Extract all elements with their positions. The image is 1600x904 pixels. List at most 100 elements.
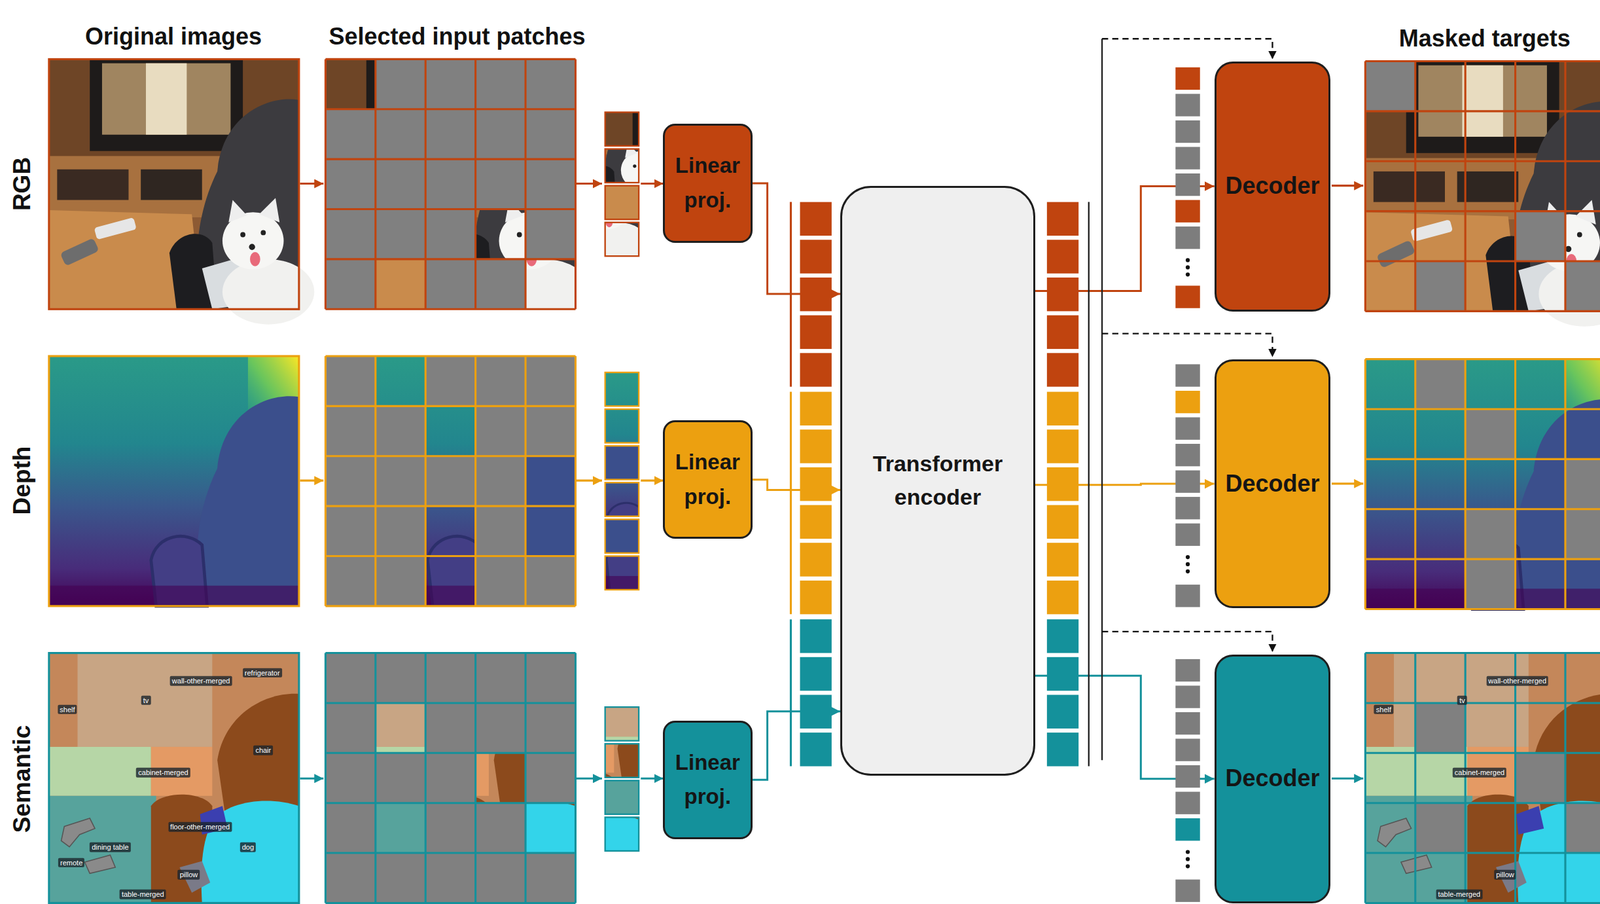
class-label: pillow — [1493, 869, 1517, 880]
decoder-tokens — [1175, 417, 1200, 440]
depth-row — [325, 355, 576, 606]
depth-row — [325, 355, 576, 606]
semantic-row — [605, 743, 639, 777]
decoder-tokens — [1175, 285, 1200, 308]
row-label: Depth — [8, 446, 36, 516]
output-tokens — [1088, 202, 1090, 767]
encoder-box: Transformer encoder — [840, 185, 1036, 776]
box-text: Transformer encoder — [846, 446, 1030, 514]
rgb-row — [325, 58, 591, 324]
input-tokens — [800, 391, 832, 426]
box-text: Linear proj. — [668, 745, 747, 815]
input-tokens — [800, 732, 832, 766]
masked-target — [1415, 359, 1466, 409]
decoder-tokens — [1175, 791, 1200, 815]
depth-row — [325, 355, 576, 606]
output-tokens — [1047, 542, 1079, 576]
dashed-arrow — [1102, 631, 1273, 652]
class-label: remote — [58, 857, 85, 868]
box-text: Linear proj. — [668, 148, 747, 218]
depth-row — [605, 445, 639, 480]
semantic-row — [325, 653, 576, 904]
decoder-tokens — [1185, 562, 1190, 567]
depth-row — [49, 355, 741, 606]
class-label: pillow — [177, 869, 201, 880]
masked-target — [1331, 777, 1364, 780]
column-heading: Masked targets — [1399, 24, 1571, 53]
depth-row — [325, 355, 576, 606]
masked-target — [1565, 509, 1600, 559]
rgb-row — [470, 87, 650, 267]
flow-arrow — [1035, 186, 1215, 292]
output-tokens — [1047, 239, 1079, 273]
semantic-row — [605, 780, 639, 814]
decoder-box: Decoder — [1214, 359, 1332, 608]
decoder-tokens — [1175, 200, 1200, 223]
rgb-row — [49, 58, 315, 324]
decoder-box: Decoder — [1214, 61, 1332, 312]
masked-target — [1415, 702, 1466, 753]
dashed-arrow — [1102, 333, 1273, 358]
decoder-tokens — [1175, 738, 1200, 761]
semantic-row — [605, 817, 639, 851]
depth-row — [605, 482, 639, 516]
decoder-tokens — [1175, 711, 1200, 735]
decoder-tokens — [1175, 93, 1200, 116]
column-heading: Selected input patches — [329, 22, 586, 51]
rgb-row — [605, 149, 639, 183]
class-label: shelf — [1374, 704, 1394, 714]
input-tokens — [800, 619, 832, 653]
dashed-arrow — [1102, 38, 1273, 59]
class-label: wall-other-merged — [170, 675, 233, 686]
masked-target — [1465, 558, 1515, 609]
semantic-row — [470, 715, 639, 885]
input-tokens — [790, 202, 832, 767]
class-label: refrigerator — [242, 667, 283, 678]
semantic-row — [325, 653, 576, 904]
semantic-row — [299, 777, 324, 780]
input-tokens — [800, 239, 832, 273]
semantic-row — [325, 653, 576, 904]
rgb-row — [325, 58, 591, 324]
connector-group — [752, 183, 1215, 780]
decoder-tokens — [1185, 849, 1190, 854]
depth-row — [325, 355, 576, 606]
decoder-tokens — [1175, 67, 1200, 902]
masked-target — [1565, 802, 1600, 853]
depth-row — [325, 355, 576, 606]
input-tokens — [800, 505, 832, 539]
output-tokens — [1047, 694, 1079, 728]
class-label: tv — [141, 694, 152, 705]
semantic-row — [49, 653, 300, 904]
rgb-row — [325, 58, 591, 324]
class-label: cabinet-merged — [1452, 767, 1507, 778]
class-label: dog — [240, 842, 256, 853]
decoder-tokens — [1175, 146, 1200, 169]
decoder-tokens — [1185, 856, 1190, 861]
input-tokens — [789, 391, 792, 615]
decoder-tokens — [1175, 443, 1200, 466]
decoder-tokens — [1175, 67, 1200, 90]
depth-row — [576, 479, 603, 482]
masked-target — [1331, 184, 1364, 187]
semantic-row — [325, 653, 576, 904]
masked-target — [1365, 359, 1600, 610]
class-label: cabinet-merged — [136, 767, 190, 778]
input-tokens — [800, 352, 832, 387]
row-label: RGB — [8, 157, 36, 211]
output-tokens — [1047, 38, 1103, 766]
depth-row — [325, 355, 576, 606]
masked-target — [1415, 261, 1466, 311]
output-tokens — [1047, 657, 1079, 691]
rgb-row — [325, 58, 591, 324]
decoder-tokens — [1175, 390, 1200, 413]
input-tokens — [800, 657, 832, 691]
class-label: wall-other-merged — [1486, 675, 1549, 686]
rgb-row — [325, 58, 591, 324]
input-tokens — [800, 580, 832, 614]
decoder-tokens — [1175, 764, 1200, 788]
decoder-tokens — [1185, 863, 1190, 868]
depth-row — [325, 355, 576, 606]
